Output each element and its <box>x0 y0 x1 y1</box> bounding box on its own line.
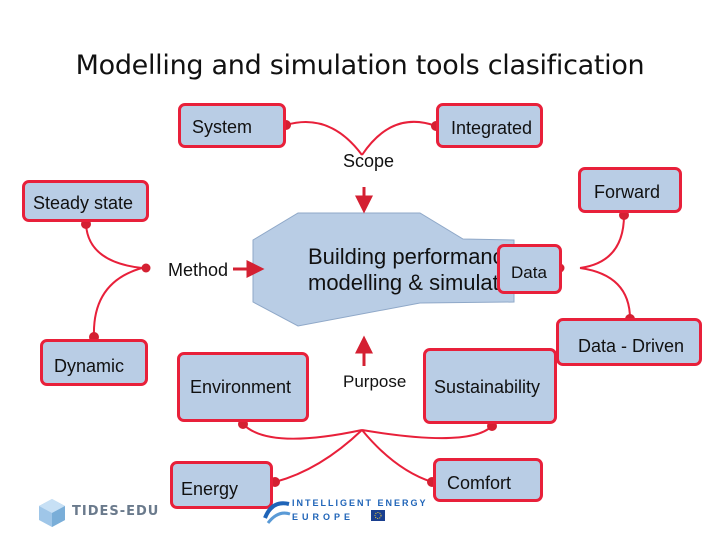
link-dynamic-method <box>92 267 143 338</box>
node-dynamic: Dynamic <box>40 339 148 386</box>
link-environment-purpose <box>242 423 363 440</box>
center-node-line2: modelling & simulation <box>308 270 498 295</box>
eu-flag-icon <box>371 510 385 521</box>
node-sustainability: Sustainability <box>423 348 557 424</box>
link-forward-data <box>579 214 625 269</box>
link-energy-purpose <box>274 429 363 483</box>
tides-logo-text: TIDES-EDU <box>72 504 160 519</box>
intelligent-energy-swirl-icon <box>263 501 291 524</box>
link-comfort-purpose <box>361 429 433 483</box>
node-data-driven: Data - Driven <box>556 318 702 366</box>
node-data: Data <box>497 244 562 294</box>
node-forward: Forward <box>578 167 682 213</box>
center-node: Building performance modelling & simulat… <box>308 244 498 296</box>
node-integrated: Integrated <box>436 103 543 148</box>
label-scope: Scope <box>343 151 395 171</box>
node-comfort: Comfort <box>433 458 543 502</box>
link-datadriven-data <box>579 267 631 320</box>
label-method: Method <box>168 260 229 280</box>
node-system: System <box>178 103 286 148</box>
diagram-title: Modelling and simulation tools clasifica… <box>75 50 645 81</box>
node-steady-state: Steady state <box>22 180 149 222</box>
link-steady-method <box>85 223 143 269</box>
node-energy: Energy <box>170 461 273 509</box>
intelligent-energy-logo-line1: INTELLIGENT ENERGY <box>292 498 428 508</box>
link-integrated-scope <box>361 120 437 156</box>
intelligent-energy-logo-line2: EUROPE <box>292 512 355 522</box>
link-sustainability-purpose <box>361 425 493 440</box>
center-node-line1: Building performance <box>308 244 498 269</box>
node-environment: Environment <box>177 352 309 422</box>
link-system-scope <box>285 121 363 156</box>
tides-logo-icon <box>39 499 65 527</box>
label-purpose: Purpose <box>343 372 407 391</box>
